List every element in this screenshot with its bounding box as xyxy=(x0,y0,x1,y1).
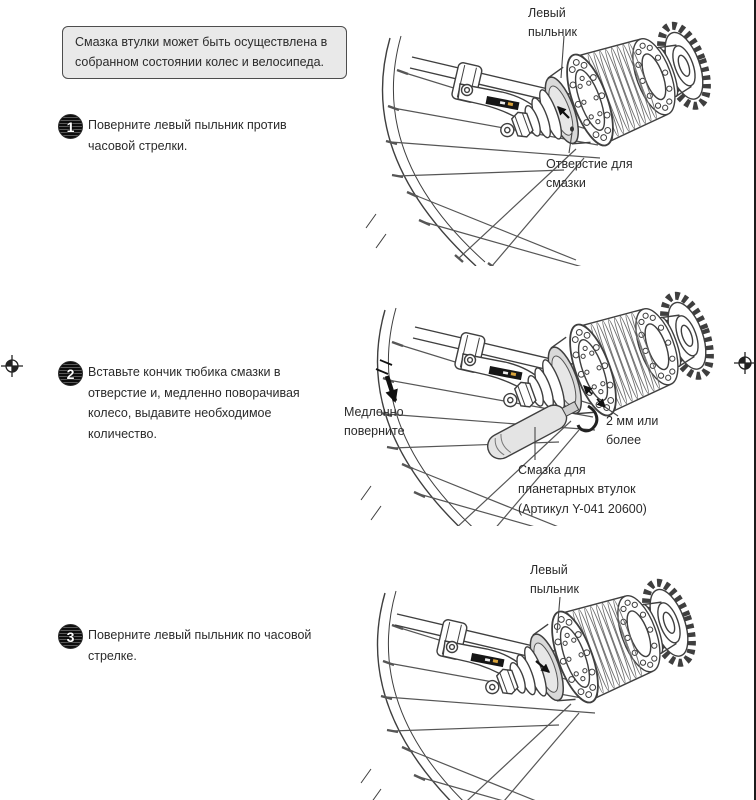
note-text: Смазка втулки может быть осуществлена в … xyxy=(75,35,328,69)
leader-left-cap xyxy=(560,35,565,79)
slow-turn-arrow xyxy=(384,375,398,403)
fig1-left-cap-label: Левый пыльник xyxy=(528,6,577,40)
fig1-grease-hole-label: Отверстие для смазки xyxy=(546,157,633,191)
fig2-gap-label: 2 мм или более xyxy=(606,414,659,448)
note-box: Смазка втулки может быть осуществлена в … xyxy=(62,26,347,79)
fig2-grease-label: Смазка для планетарных втулок (Артикул Y… xyxy=(518,463,647,516)
leader-grease-hole xyxy=(568,132,573,154)
registration-mark-icon xyxy=(0,354,24,378)
fig3-left-cap-label: Левый пыльник xyxy=(530,563,579,597)
grease-hole xyxy=(570,126,574,132)
motion-dashes xyxy=(375,359,393,375)
figure-2-grease-illustration xyxy=(359,270,750,526)
gap-measure-arrow-lower xyxy=(596,398,606,408)
figure-3-hub-illustration xyxy=(359,545,750,800)
step-1-number-badge: 1 xyxy=(58,114,83,139)
leader-gap xyxy=(604,406,619,417)
grease-tube xyxy=(486,401,580,460)
step-3-text: Поверните левый пыльник по часовой стрел… xyxy=(88,628,312,663)
figure-1-hub-illustration xyxy=(364,0,750,266)
step-2-number-badge: 2 xyxy=(58,361,83,386)
ccw-arrow-on-cap xyxy=(557,106,570,119)
registration-mark-icon xyxy=(733,351,756,375)
bell-crank-hook xyxy=(576,404,599,433)
leader-left-cap xyxy=(556,596,561,634)
hub-drawing xyxy=(485,14,718,177)
fig2-slow-turn-label: Медленно поверните xyxy=(344,405,405,439)
gap-measure-arrow-upper xyxy=(583,385,593,395)
step-3-number-badge: 3 xyxy=(58,624,83,649)
step-1-text: Поверните левый пыльник против часовой с… xyxy=(88,118,287,153)
page-edge-line xyxy=(754,0,756,800)
cw-arrow-on-cap xyxy=(535,660,551,673)
step-2-text: Вставьте кончик тюбика смазки в отверсти… xyxy=(88,365,300,441)
